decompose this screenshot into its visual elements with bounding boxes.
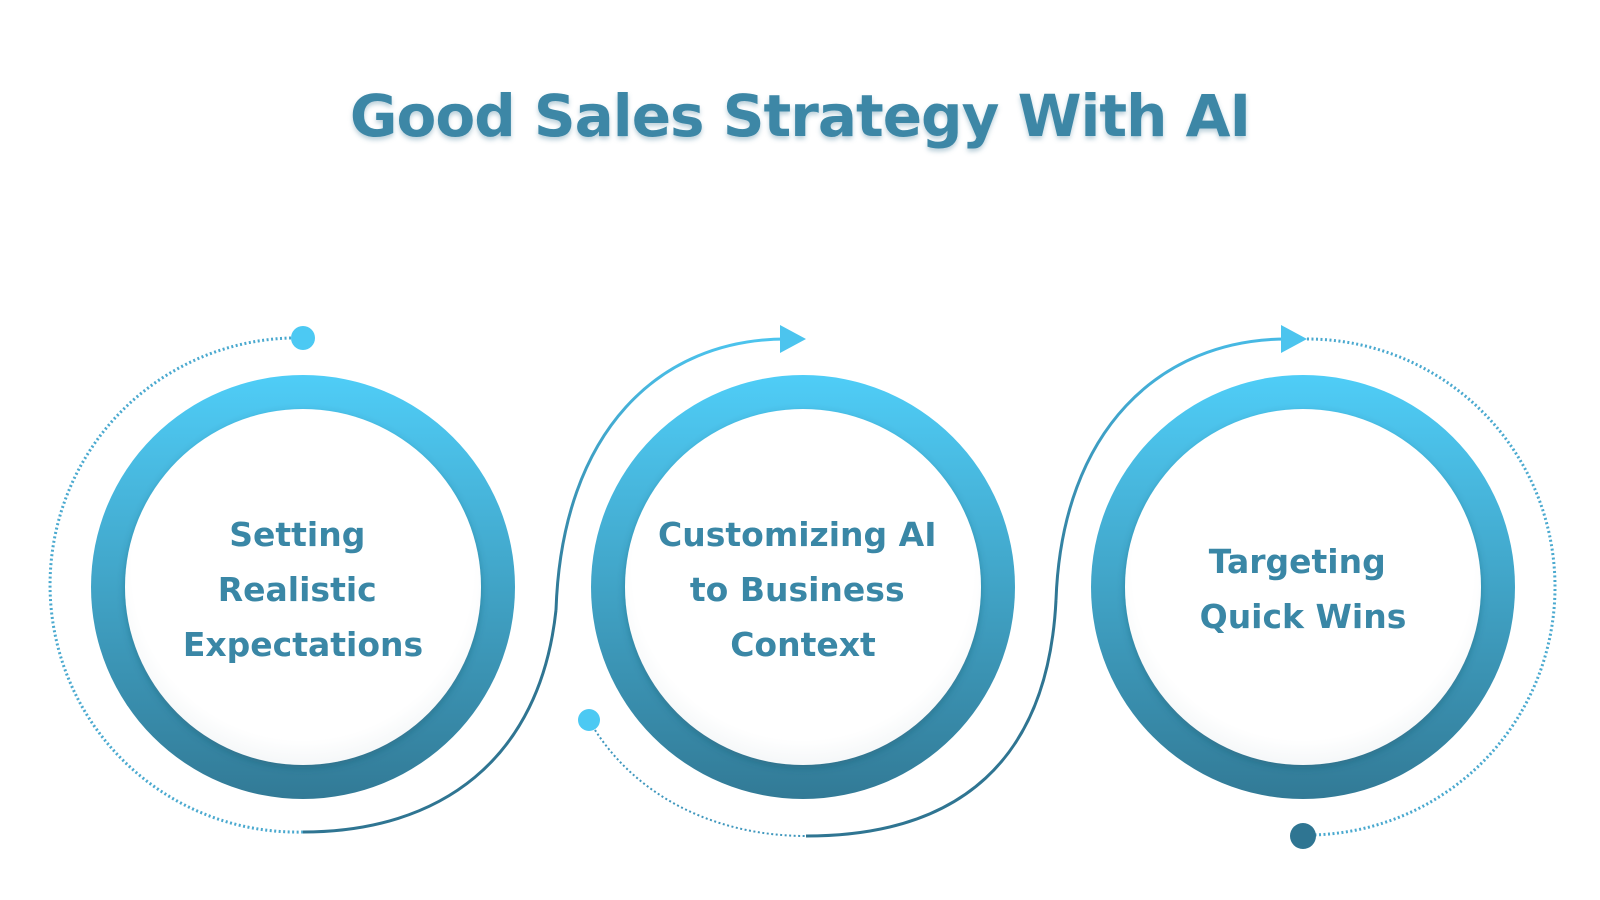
step-2-label-line-1: Customizing AI	[658, 515, 936, 554]
step-2-inner-disc	[625, 409, 981, 765]
connector-1-start-dot	[291, 326, 315, 350]
step-1: Setting Realistic Expectations	[91, 375, 515, 799]
connector-3	[578, 325, 1307, 838]
connector-1	[48, 326, 558, 834]
connector-3-start-dot	[578, 709, 600, 731]
connector-4-dotted-arc	[1306, 337, 1557, 837]
step-2-label: Customizing AI to Business Context	[658, 515, 948, 664]
connector-2	[554, 325, 806, 611]
step-3-label-line-2: Quick Wins	[1200, 597, 1407, 636]
step-3-label-line-1: Targeting	[1209, 542, 1386, 581]
connector-3-solid-curve	[805, 599, 1058, 838]
step-3: Targeting Quick Wins	[1091, 375, 1515, 799]
step-1-label: Setting Realistic Expectations	[183, 515, 423, 664]
diagram-title: Good Sales Strategy With AI	[349, 82, 1251, 150]
step-1-label-line-3: Expectations	[183, 625, 423, 664]
connector-3-dotted-arc	[594, 729, 807, 837]
connector-3-arrow-icon	[1281, 325, 1307, 353]
step-1-label-line-1: Setting	[229, 515, 365, 554]
connector-1-dotted-arc	[48, 336, 304, 834]
step-2-label-line-3: Context	[730, 625, 876, 664]
step-1-inner-disc	[125, 409, 481, 765]
step-3-label: Targeting Quick Wins	[1200, 542, 1407, 636]
connector-2-curve	[554, 337, 787, 611]
connector-4-end-dot	[1290, 823, 1316, 849]
step-2-label-line-2: to Business	[690, 570, 905, 609]
connector-4	[1290, 337, 1557, 849]
step-2: Customizing AI to Business Context	[591, 375, 1015, 799]
connector-2-arrow-icon	[780, 325, 806, 353]
step-1-label-line-2: Realistic	[218, 570, 377, 609]
step-3-inner-disc	[1125, 409, 1481, 765]
connector-3-solid-rise	[1054, 337, 1288, 601]
connector-1-solid-tail	[302, 609, 558, 834]
